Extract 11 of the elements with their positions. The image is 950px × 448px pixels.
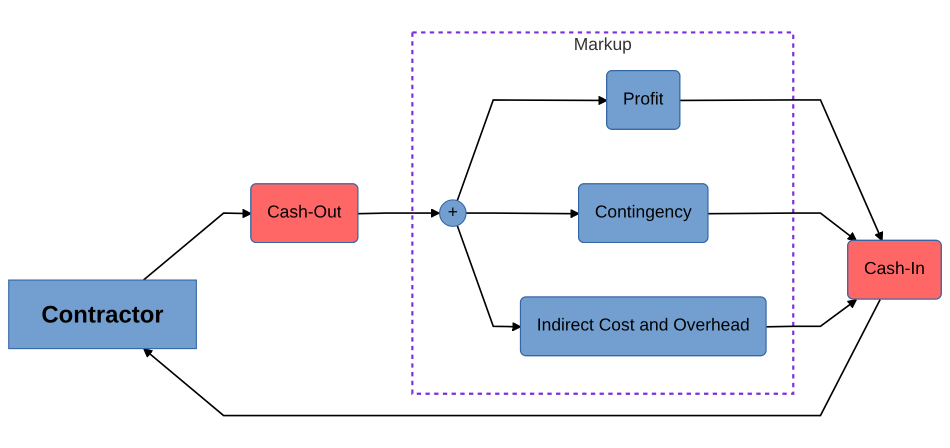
arrow bbox=[708, 212, 858, 242]
arrow bbox=[456, 96, 608, 201]
arrow bbox=[466, 208, 580, 218]
node-box: Contractor bbox=[8, 280, 197, 350]
node-circle: + bbox=[439, 199, 467, 227]
arrow bbox=[680, 99, 884, 242]
arrow bbox=[766, 299, 858, 328]
arrow bbox=[143, 208, 252, 281]
arrow bbox=[143, 299, 881, 416]
arrow bbox=[456, 225, 522, 332]
arrow bbox=[358, 208, 440, 218]
